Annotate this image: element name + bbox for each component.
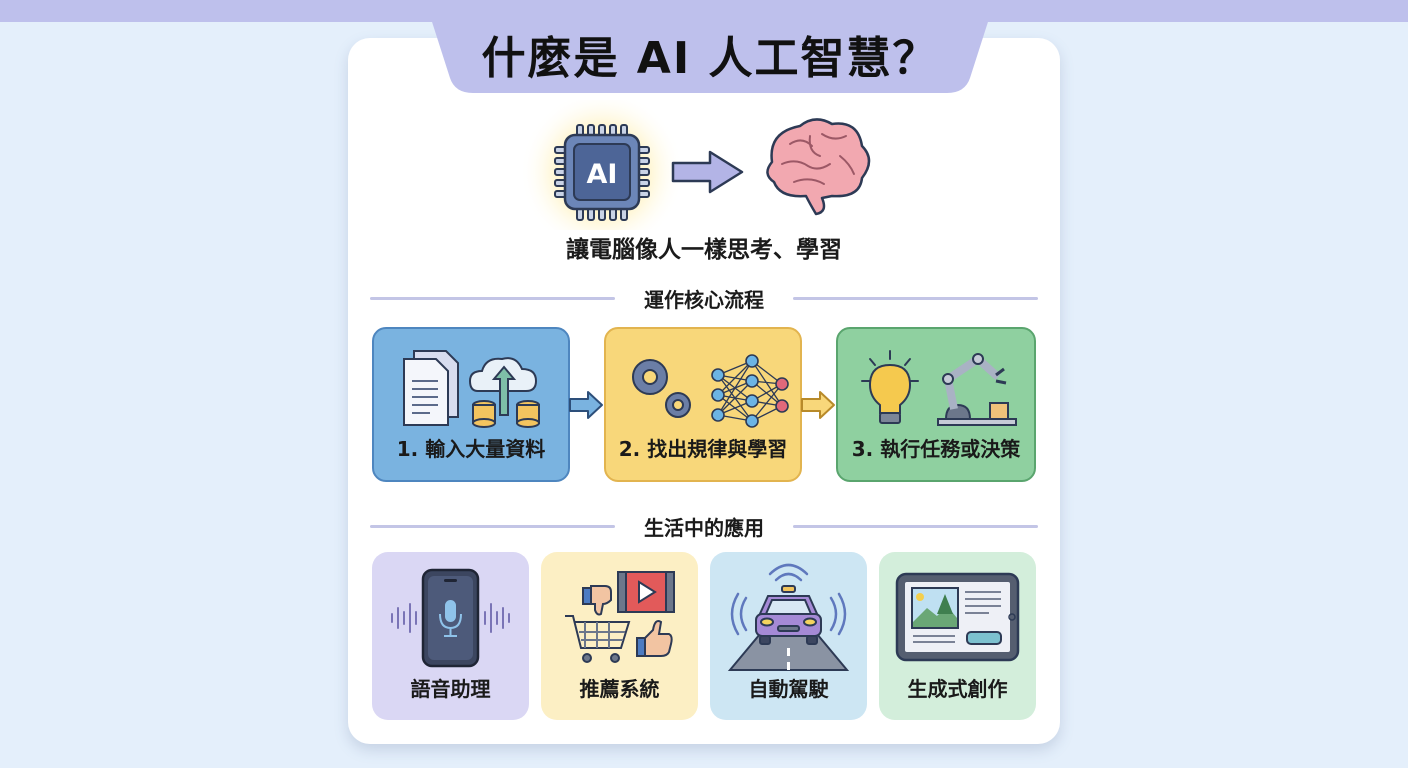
process-step-label: 2. 找出規律與學習 bbox=[618, 437, 788, 461]
shopping-cart-icon bbox=[565, 615, 631, 663]
gears-icon bbox=[632, 359, 691, 418]
flow-arrow-icon bbox=[801, 391, 835, 419]
hero-subtitle: 讓電腦像人一樣思考、學習 bbox=[566, 237, 842, 263]
flow-arrow-icon bbox=[569, 391, 603, 419]
arrow-right-icon bbox=[671, 150, 744, 194]
section-divider-process: 運作核心流程 bbox=[370, 278, 1038, 318]
documents-icon bbox=[403, 350, 459, 426]
brain-icon bbox=[766, 118, 871, 216]
section-title-process: 運作核心流程 bbox=[644, 288, 764, 312]
process-step-label: 3. 執行任務或決策 bbox=[851, 437, 1021, 461]
app-label: 語音助理 bbox=[410, 677, 491, 701]
section-divider-applications: 生活中的應用 bbox=[370, 506, 1038, 546]
self-driving-car-icon bbox=[755, 585, 822, 645]
divider-line bbox=[793, 297, 1038, 300]
divider-line bbox=[370, 525, 615, 528]
hero-illustration: AI bbox=[510, 90, 910, 254]
database-icon bbox=[472, 400, 540, 428]
app-card-generative: 生成式創作 bbox=[879, 552, 1036, 720]
video-play-icon bbox=[617, 571, 675, 613]
section-title-applications: 生活中的應用 bbox=[644, 516, 764, 540]
process-step-label: 1. 輸入大量資料 bbox=[396, 437, 546, 461]
thumbs-up-icon bbox=[636, 620, 673, 657]
app-card-voice-assistant: 語音助理 bbox=[372, 552, 529, 720]
app-card-recommendation: 推薦系統 bbox=[541, 552, 698, 720]
divider-line bbox=[793, 525, 1038, 528]
sound-wave-icon bbox=[391, 603, 510, 633]
app-label: 自動駕駛 bbox=[748, 677, 829, 701]
title-banner: 什麼是 AI 人工智慧？ bbox=[425, 0, 995, 93]
title-banner-shape bbox=[425, 0, 995, 93]
robot-arm-icon bbox=[937, 353, 1017, 426]
divider-line bbox=[370, 297, 615, 300]
cloud-upload-icon bbox=[468, 357, 538, 416]
thumbs-down-icon bbox=[582, 585, 612, 616]
tablet-image-icon bbox=[895, 572, 1020, 662]
lightbulb-icon bbox=[861, 350, 919, 424]
process-step-2: 2. 找出規律與學習 bbox=[604, 327, 802, 482]
ai-chip-icon: AI bbox=[520, 90, 684, 254]
app-label: 推薦系統 bbox=[579, 677, 660, 701]
chip-label: AI bbox=[587, 159, 618, 190]
app-label: 生成式創作 bbox=[907, 677, 1008, 701]
process-step-1: 1. 輸入大量資料 bbox=[372, 327, 570, 482]
signal-icon bbox=[730, 563, 847, 636]
smartphone-mic-icon bbox=[421, 568, 480, 668]
app-card-self-driving: 自動駕駛 bbox=[710, 552, 867, 720]
neural-network-icon bbox=[711, 354, 789, 428]
page-title: 什麼是 AI 人工智慧？ bbox=[481, 33, 939, 84]
process-step-3: 3. 執行任務或決策 bbox=[836, 327, 1036, 482]
